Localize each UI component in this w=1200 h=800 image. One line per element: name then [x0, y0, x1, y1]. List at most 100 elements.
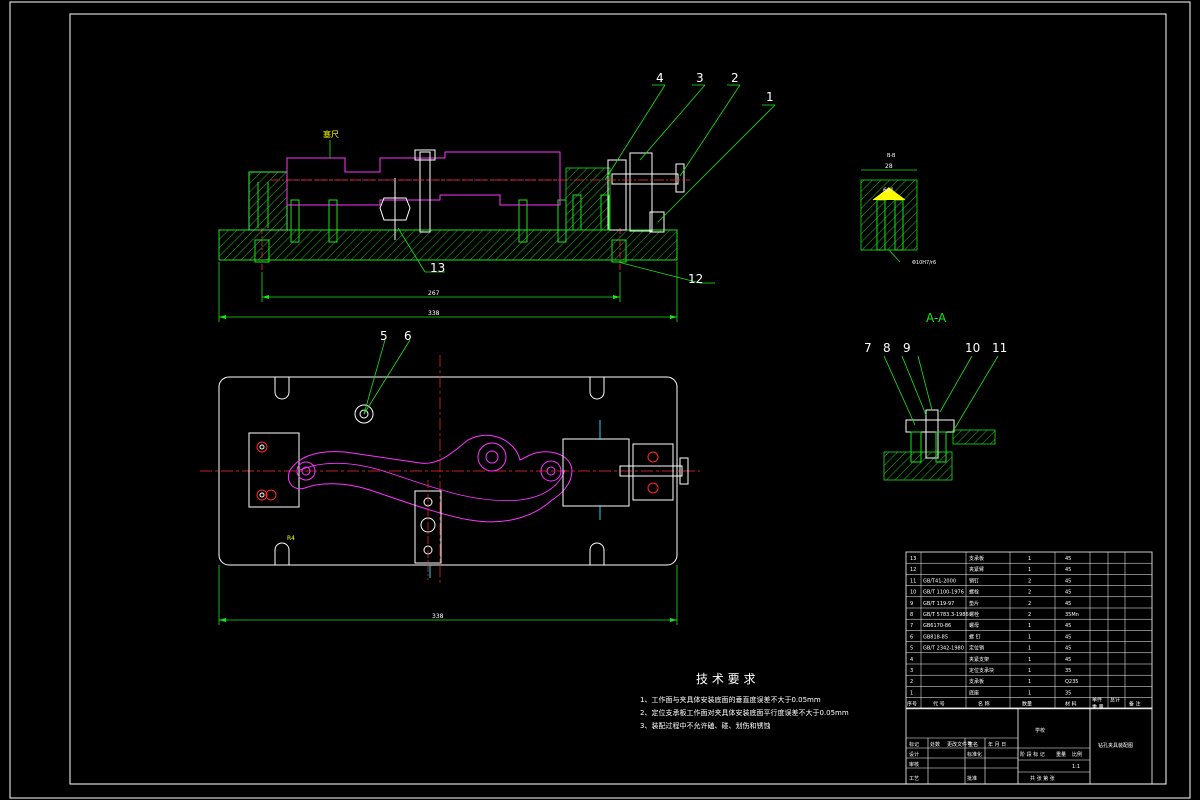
bom-cell-code: GB/T41-2000	[923, 578, 956, 584]
tb-weight: 重量	[1056, 751, 1066, 758]
tb-design: 设计	[909, 751, 919, 758]
bom-cell-qty: 1	[1028, 634, 1031, 640]
bom-cell-name: 定位支承块	[969, 667, 994, 674]
tb-drawing-name: 钻孔夹具装配图	[1098, 742, 1133, 749]
bom-cell-material: 45	[1065, 590, 1071, 596]
bom-cell-no: 13	[910, 556, 916, 562]
bom-cell-code: GB/T 119-97	[923, 601, 954, 607]
bom-cell-material: 35	[1065, 668, 1071, 674]
bom-cell-name: 螺 钉	[969, 633, 981, 640]
tb-date: 年 月 日	[988, 741, 1006, 748]
front-balloons: 4 3 2 1 13 12	[397, 71, 776, 286]
tech-req-line-2: 2、定位支承板工作面对夹具体安装底面平行度误差不大于0.05mm	[640, 708, 849, 717]
bom-header-weight: 重 量	[1092, 704, 1104, 711]
tb-scale-value: 1:1	[1072, 764, 1080, 770]
hex-nut-front	[379, 197, 411, 221]
balloon-1: 1	[766, 90, 774, 104]
bom-cell-no: 5	[910, 646, 913, 652]
bom-cell-no: 11	[910, 578, 916, 584]
bom-cell-no: 4	[910, 657, 913, 663]
balloon-5: 5	[380, 329, 388, 343]
bom-cell-no: 7	[910, 623, 913, 629]
bom-cell-code: GB818-85	[923, 634, 948, 640]
section-bb-dim-top: 28	[885, 163, 893, 170]
inner-frame	[69, 13, 1167, 785]
balloon-7: 7	[864, 341, 872, 355]
tb-approve: 批准	[967, 775, 977, 782]
balloon-3: 3	[696, 71, 704, 85]
bom-cell-code: GB/T 2342-1980	[923, 646, 964, 652]
bom-header-qty: 数量	[1022, 701, 1032, 708]
bom-cell-qty: 1	[1028, 657, 1031, 663]
balloon-10: 10	[965, 341, 980, 355]
tb-change-doc: 更改文件号	[947, 741, 972, 748]
balloon-4: 4	[656, 71, 664, 85]
section-bb-title: B-B	[887, 153, 896, 159]
top-dim-overall: 338	[432, 613, 444, 620]
front-callout-feeler: 塞尺	[323, 129, 339, 139]
bom-cell-material: Q235	[1065, 679, 1078, 685]
bom-header-no: 序号	[907, 701, 917, 708]
bom-cell-material: 45	[1065, 646, 1071, 652]
bom-cell-name: 夹紧支架	[969, 656, 989, 663]
tb-process: 工艺	[909, 776, 919, 782]
right-block-top	[562, 438, 630, 507]
bom-header-unit-weight: 单件	[1092, 697, 1102, 704]
bom-cell-code: GB/T 5783.3-1986	[923, 612, 969, 618]
balloon-2: 2	[731, 71, 739, 85]
bom-cell-qty: 1	[1028, 567, 1031, 573]
bom-header-name: 名 称	[978, 701, 990, 708]
balloon-12: 12	[688, 272, 703, 286]
front-dim-inner: 267	[428, 290, 440, 297]
bom-cell-name: 定位销	[969, 645, 984, 652]
balloon-8: 8	[883, 341, 891, 355]
tech-req-line-1: 1、工作面与夹具体安装底面的垂直度误差不大于0.05mm	[640, 695, 821, 704]
bom-cell-no: 2	[910, 679, 913, 685]
bom-cell-no: 9	[910, 601, 913, 607]
front-view: 338 267 塞尺	[218, 129, 690, 322]
bom-cell-material: 45	[1065, 578, 1071, 584]
front-dim-overall: 338	[428, 310, 440, 317]
bom-cell-qty: 1	[1028, 690, 1031, 696]
tb-scale: 比例	[1072, 751, 1082, 758]
tb-std: 标准化	[967, 751, 982, 758]
section-aa: A-A 7 8 9 10 11	[864, 311, 1007, 481]
section-bb: B-B 28 60° Φ10H7/r6	[860, 153, 936, 266]
balloon-11: 11	[992, 341, 1007, 355]
bom-cell-material: 45	[1065, 601, 1071, 607]
tb-school: 学校	[1035, 727, 1045, 734]
bom-cell-qty: 2	[1028, 601, 1031, 607]
bom-cell-qty: 2	[1028, 590, 1031, 596]
title-block: 学校 钻孔夹具装配图 标记 处数 更改文件号 签名 年 月 日 设计 标准化 审…	[905, 707, 1153, 785]
bom-cell-material: 45	[1065, 634, 1071, 640]
tb-count: 处数	[930, 741, 940, 748]
bom-cell-code: GB/T 1100-1976	[923, 590, 964, 596]
bom-cell-name: 垫片	[969, 600, 979, 607]
bom-header-material: 材 料	[1065, 701, 1077, 708]
bom-cell-name: 支承板	[969, 678, 984, 685]
tb-mark: 标记	[909, 741, 919, 748]
bom-cell-qty: 1	[1028, 646, 1031, 652]
bom-cell-material: 45	[1065, 623, 1071, 629]
clamp-arm-front	[286, 151, 561, 206]
bom-cell-material: 35	[1065, 690, 1071, 696]
adjust-screw-front	[611, 173, 679, 185]
bom-cell-material: 45	[1065, 657, 1071, 663]
bom-header-remark: 备 注	[1129, 701, 1141, 708]
bom-cell-no: 3	[910, 668, 913, 674]
tb-check: 审核	[909, 761, 919, 768]
balloon-9: 9	[903, 341, 911, 355]
balloon-13: 13	[430, 261, 445, 275]
tech-req-title: 技 术 要 求	[696, 672, 755, 686]
bom-cell-material: 45	[1065, 567, 1071, 573]
bom-cell-name: 螺栓	[969, 611, 979, 618]
bom-cell-qty: 1	[1028, 679, 1031, 685]
bom-cell-name: 底座	[969, 689, 979, 696]
bom-cell-material: 35Mn	[1065, 612, 1079, 618]
tb-sheet: 共 张 第 张	[1030, 775, 1055, 782]
bom-cell-material: 45	[1065, 556, 1071, 562]
bom-cell-name: 销钉	[969, 577, 979, 584]
bom-cell-qty: 1	[1028, 556, 1031, 562]
top-view: 338 R4 5 6	[200, 329, 700, 625]
